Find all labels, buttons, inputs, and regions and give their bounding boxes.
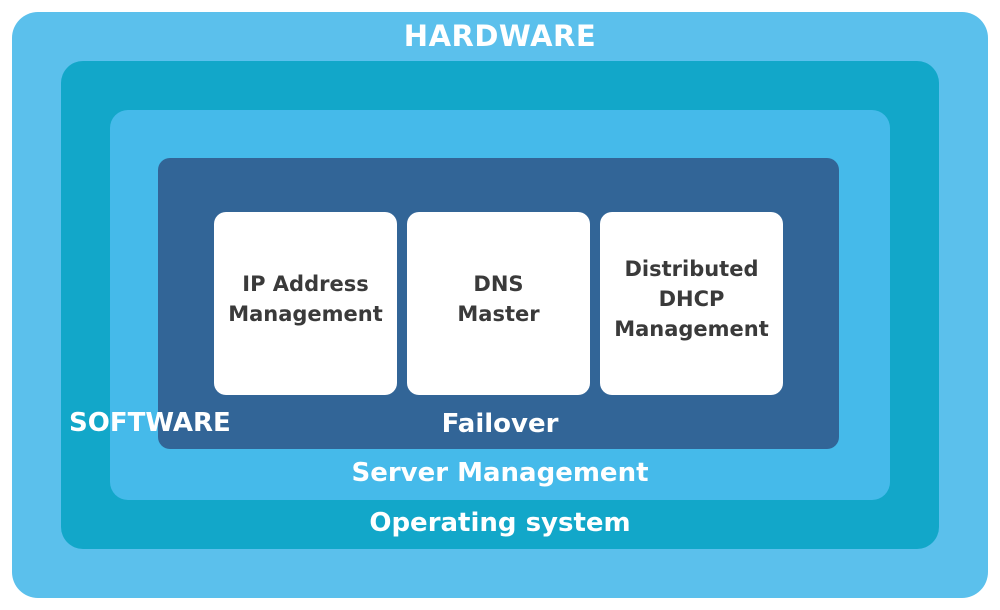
module-distributed-dhcp-management-line-1: Distributed [624,256,759,281]
module-distributed-dhcp-management: Distributed DHCP Management [600,212,783,395]
software-label: SOFTWARE [69,408,231,438]
module-ip-address-management-line-1: IP Address [242,271,369,296]
failover-label: Failover [441,409,559,439]
operating-system-label: Operating system [369,508,631,538]
server-management-label: Server Management [351,458,649,488]
module-ip-address-management-line-2: Management [228,301,383,326]
hardware-label: HARDWARE [403,19,597,53]
module-distributed-dhcp-management-line-2: DHCP [658,286,725,311]
module-distributed-dhcp-management-line-3: Management [614,316,769,341]
module-ip-address-management: IP Address Management [214,212,397,395]
module-dns-master: DNS Master [407,212,590,395]
module-dns-master-line-1: DNS [473,271,524,296]
module-dns-master-line-2: Master [457,301,540,326]
